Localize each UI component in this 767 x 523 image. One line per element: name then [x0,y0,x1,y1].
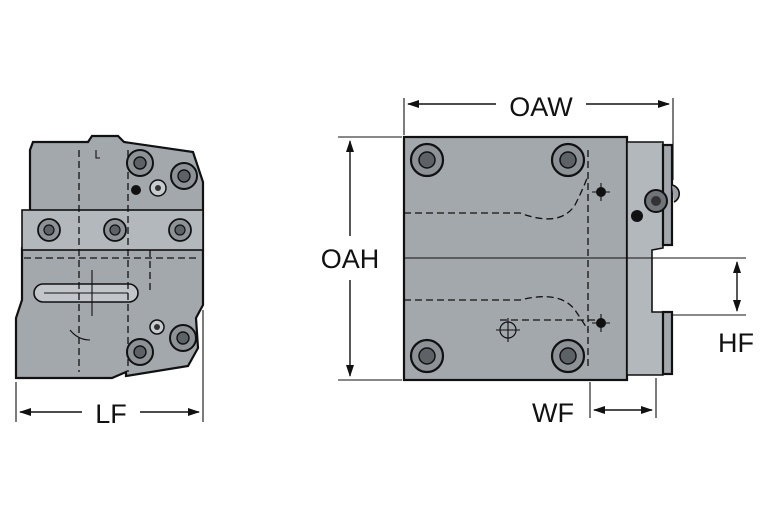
side-lower-port [149,319,165,335]
front-screw-top-right [550,142,586,178]
side-screw-2 [170,162,198,190]
front-side-screw [631,184,680,222]
side-coolant-port [131,179,167,197]
side-screw-1 [126,149,154,177]
dim-wf-label: WF [532,398,574,428]
side-view: LF [14,134,205,429]
side-bar-screw-1 [37,218,61,242]
side-bar-screw-2 [103,218,127,242]
dim-lf-label: LF [95,399,127,429]
dim-oaw-label: OAW [509,92,573,122]
front-centre-mark [496,318,520,342]
front-screw-top-left [409,142,445,178]
side-bar-screw-3 [168,218,192,242]
front-screw-bottom-left [409,338,445,374]
dim-hf-label: HF [718,328,754,358]
side-screw-4 [169,324,197,352]
front-view: OAW OAH HF WF [321,92,754,428]
front-screw-bottom-right [550,338,586,374]
side-screw-3 [126,338,154,366]
dim-oah-label: OAH [321,244,380,274]
